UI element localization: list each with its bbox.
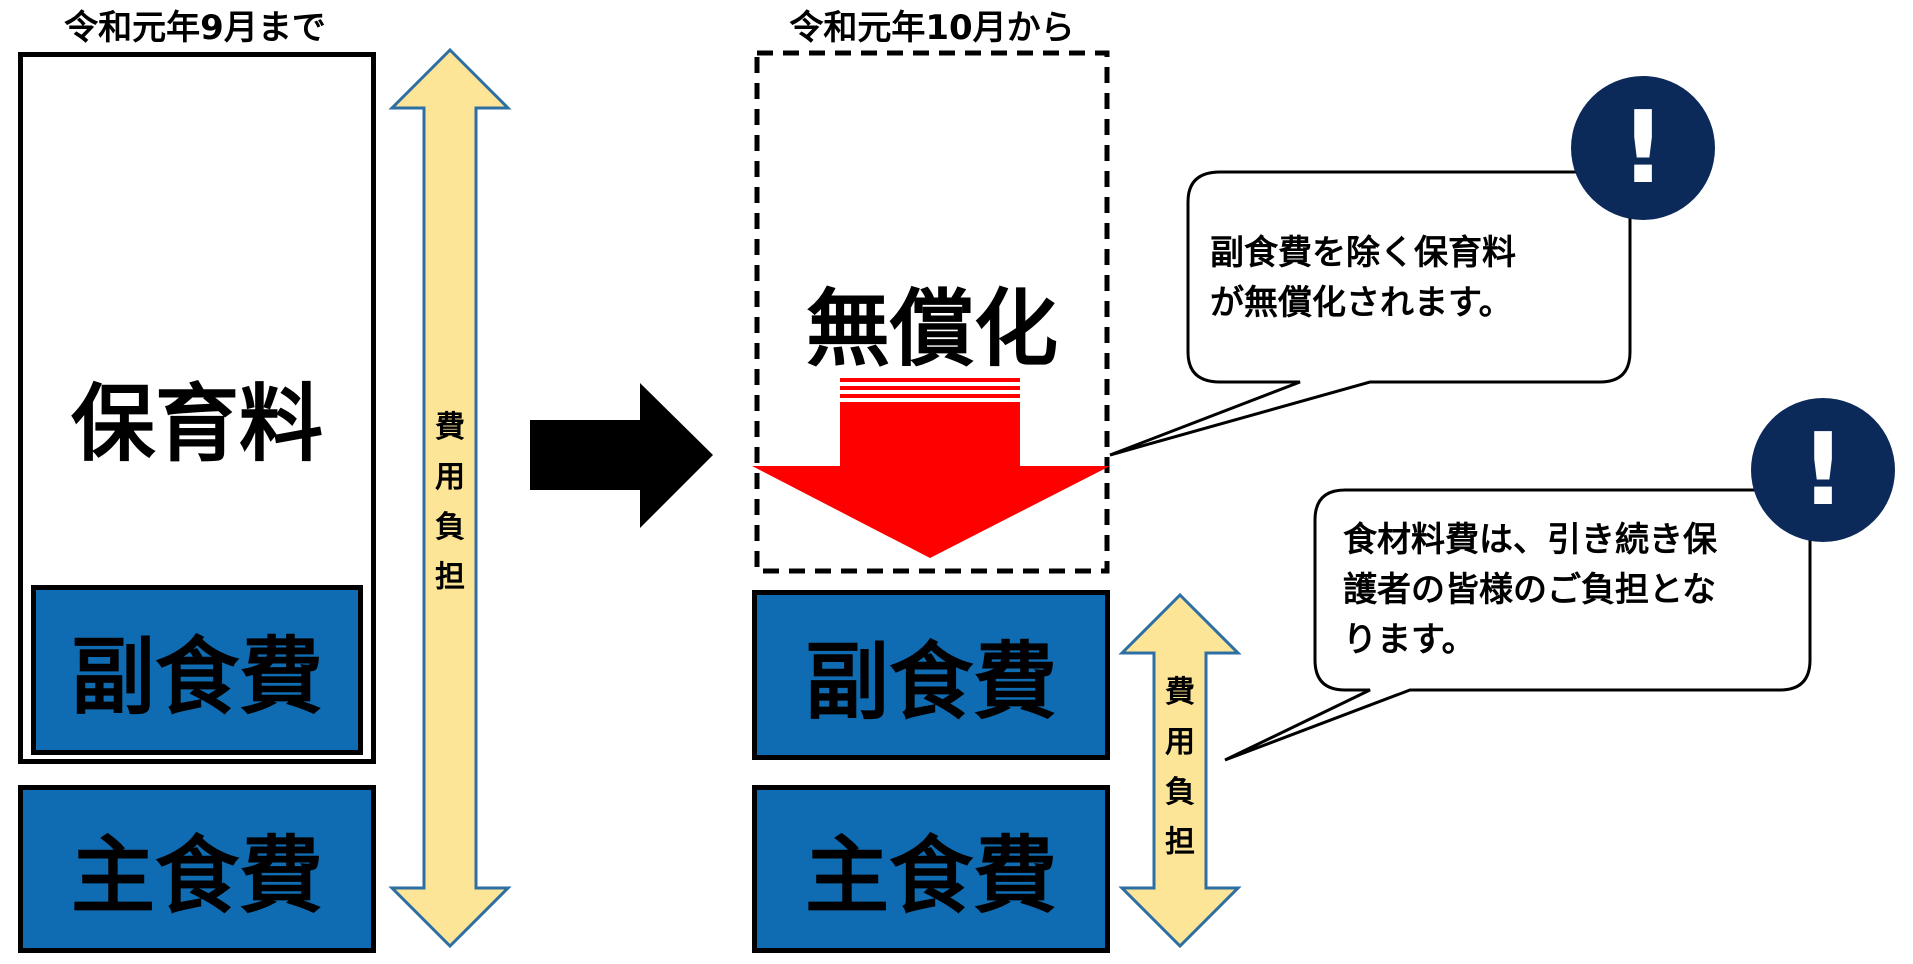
before-caption: 令和元年9月まで bbox=[64, 8, 326, 48]
after-shushokuhi-box: 主食費 bbox=[752, 785, 1110, 953]
free-dashed-box bbox=[754, 50, 1110, 574]
burden-char: 用 bbox=[435, 460, 465, 495]
bubble-1-line: が無償化されます。 bbox=[1210, 283, 1513, 323]
bubble-2-line: 食材料費は、引き続き保 bbox=[1343, 520, 1717, 560]
alert-icon: ! bbox=[1620, 89, 1666, 206]
burden-text-left: 費 用 負 担 bbox=[430, 403, 470, 603]
burden-arrow-left bbox=[388, 47, 512, 949]
before-shushokuhi-label: 主食費 bbox=[70, 826, 323, 925]
before-fukushokuhi-label: 副食費 bbox=[70, 627, 323, 726]
bubble-2-text: 食材料費は、引き続き保 護者の皆様のご負担とな ります。 bbox=[1343, 515, 1803, 665]
alert-badge-1-circle bbox=[1571, 76, 1715, 220]
before-outer-box: 保育料 副食費 bbox=[18, 52, 376, 764]
after-caption: 令和元年10月から bbox=[789, 8, 1075, 48]
before-shushokuhi-box: 主食費 bbox=[18, 785, 376, 953]
burden-text-right: 費 用 負 担 bbox=[1160, 668, 1200, 868]
burden-char: 負 bbox=[435, 510, 465, 545]
burden-char: 担 bbox=[1165, 825, 1195, 860]
burden-char: 担 bbox=[435, 560, 465, 595]
alert-icon: ! bbox=[1800, 411, 1846, 528]
muushoka-label: 無償化 bbox=[805, 280, 1058, 378]
alert-badge-2-circle bbox=[1751, 398, 1895, 542]
after-fukushokuhi-label: 副食費 bbox=[804, 632, 1057, 731]
burden-char: 用 bbox=[1165, 725, 1195, 760]
bubble-2-line: ります。 bbox=[1343, 620, 1476, 660]
burden-char: 費 bbox=[1165, 675, 1195, 710]
before-fukushokuhi-box: 副食費 bbox=[31, 585, 363, 755]
bubble-1-text: 副食費を除く保育料 が無償化されます。 bbox=[1210, 228, 1620, 328]
after-fukushokuhi-box: 副食費 bbox=[752, 590, 1110, 760]
bubble-1-line: 副食費を除く保育料 bbox=[1210, 233, 1516, 273]
red-down-arrow bbox=[752, 378, 1110, 558]
burden-char: 負 bbox=[1165, 775, 1195, 810]
burden-char: 費 bbox=[435, 410, 465, 445]
hoikuryo-label: 保育料 bbox=[70, 375, 323, 473]
transition-arrow bbox=[530, 383, 713, 528]
after-shushokuhi-label: 主食費 bbox=[804, 826, 1057, 925]
bubble-2-line: 護者の皆様のご負担とな bbox=[1343, 570, 1716, 610]
burden-arrow-right bbox=[1118, 592, 1242, 949]
